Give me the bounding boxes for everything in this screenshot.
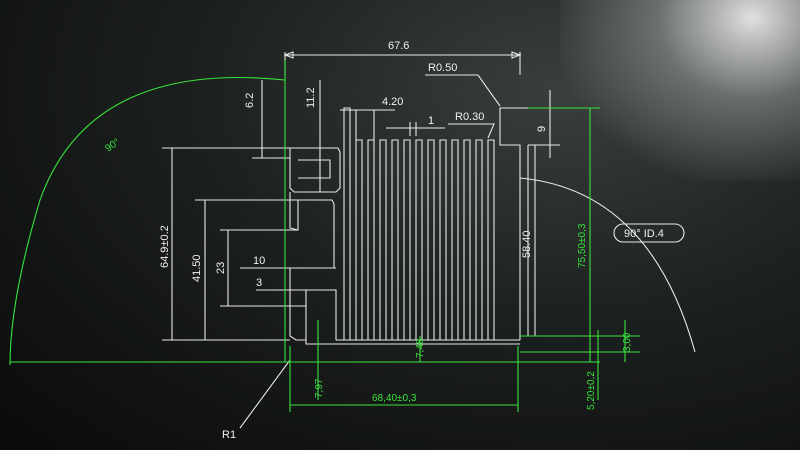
label-75-50: 75,50±0,3 <box>577 223 588 268</box>
label-7-48: 7,48 <box>415 338 426 358</box>
label-58-40: 58.40 <box>521 230 533 258</box>
label-10: 10 <box>253 255 265 267</box>
label-3: 3 <box>256 277 262 289</box>
label-3-00: 3,00 <box>622 332 633 352</box>
label-r030: R0.30 <box>455 111 484 123</box>
angle-arc <box>9 76 286 366</box>
height-dim <box>528 107 600 362</box>
label-41-50: 41.50 <box>191 254 203 282</box>
fins <box>343 107 495 340</box>
base-width-dim <box>289 346 519 412</box>
label-90: 90° <box>103 137 122 155</box>
label-64-9: 64.9±0.2 <box>159 225 171 268</box>
label-4-20: 4.20 <box>382 96 403 108</box>
label-5-20: 5,20±0,2 <box>586 371 597 410</box>
top-hook <box>289 147 341 193</box>
label-9: 9 <box>536 126 548 132</box>
profile-outline <box>289 107 529 345</box>
label-1: 1 <box>428 115 434 127</box>
green-dimensions <box>9 60 640 412</box>
label-68-40: 68,40±0,3 <box>372 393 417 404</box>
label-overall-width: 67.6 <box>388 40 409 52</box>
label-23: 23 <box>215 262 227 274</box>
label-r1: R1 <box>222 429 236 441</box>
left-clip <box>289 192 337 341</box>
callout-90-id4: 90° ID.4 <box>613 223 685 243</box>
svg-text:90° ID.4: 90° ID.4 <box>624 228 664 240</box>
hook-slot <box>298 159 331 179</box>
label-11-2: 11.2 <box>305 87 317 108</box>
label-r050: R0.50 <box>428 62 457 74</box>
label-6-2: 6.2 <box>244 93 256 108</box>
right-wall <box>499 107 521 340</box>
label-7-97: 7,97 <box>314 378 325 398</box>
base-line <box>305 340 520 345</box>
